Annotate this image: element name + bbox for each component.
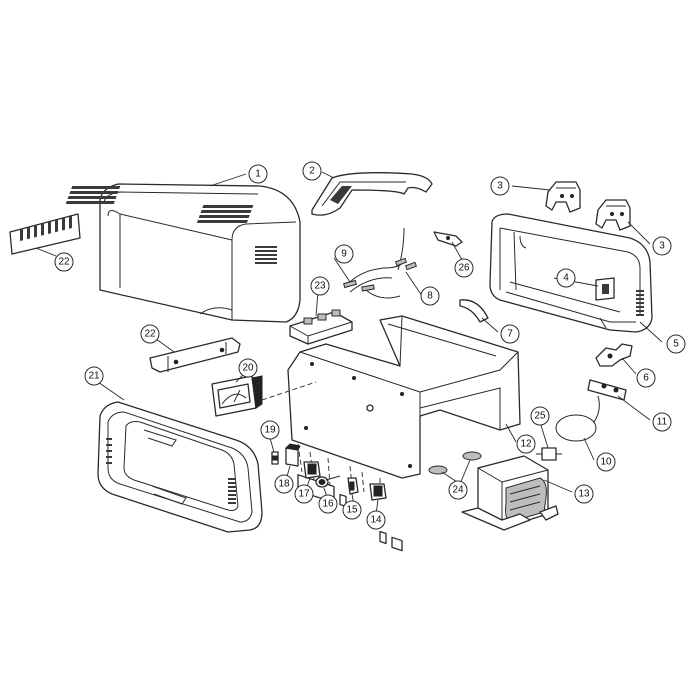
part-terminal-block [289,309,353,345]
part-support-bar [149,337,241,373]
callout-8: 8 [420,286,440,306]
svg-text:10: 10 [600,457,612,468]
part-bracket-a [545,181,581,213]
part-cable-loop [555,395,600,442]
part-curved-clip [459,299,489,323]
svg-text:11: 11 [657,417,668,428]
svg-text:14: 14 [370,515,382,526]
callout-22b: 22 [140,324,160,344]
svg-text:18: 18 [278,479,290,490]
part-switch-18 [284,443,301,467]
part-cable-harness [343,227,418,299]
callout-1: 1 [248,164,268,184]
svg-text:17: 17 [298,489,310,500]
callout-20: 20 [238,358,258,378]
part-switch-14 [369,483,387,501]
svg-text:19: 19 [264,425,276,436]
part-top-cover [65,183,301,323]
svg-text:12: 12 [520,439,532,450]
svg-text:9: 9 [341,249,347,260]
svg-text:23: 23 [314,281,326,292]
svg-text:4: 4 [563,273,569,284]
callout-14: 14 [366,510,386,530]
svg-text:7: 7 [507,329,513,340]
svg-text:3: 3 [497,181,503,192]
part-switch-19 [271,451,279,465]
svg-text:6: 6 [643,373,649,384]
part-front-bezel [97,401,263,533]
svg-text:21: 21 [88,371,100,382]
callout-3b: 3 [652,236,672,256]
callout-11: 11 [652,412,672,432]
part-clamp [595,343,633,367]
svg-text:13: 13 [578,489,590,500]
svg-text:1: 1 [255,169,261,180]
svg-text:5: 5 [673,339,679,350]
callout-15: 15 [342,500,362,520]
part-base-chassis [287,315,521,552]
svg-text:8: 8 [427,291,433,302]
callout-23: 23 [310,276,330,296]
callout-17: 17 [294,484,314,504]
callout-6: 6 [636,368,656,388]
part-small-clip [433,231,463,247]
part-meter [211,375,263,417]
callout-22a: 22 [54,252,74,272]
part-switch-17 [303,461,321,479]
svg-text:22: 22 [144,329,156,340]
callout-13: 13 [574,484,594,504]
part-foot-a [428,465,448,475]
part-bracket-b [595,199,631,231]
part-carry-handle [311,172,433,216]
callout-18: 18 [274,474,294,494]
svg-text:22: 22 [58,257,70,268]
callout-24: 24 [448,480,468,500]
part-switch-15 [347,477,359,495]
part-connector-plate [587,379,627,401]
svg-text:20: 20 [242,363,254,374]
callout-16: 16 [318,494,338,514]
part-foot-b [462,451,482,461]
svg-text:25: 25 [534,411,546,422]
callout-12: 12 [516,434,536,454]
part-diode [536,447,562,461]
callout-25: 25 [530,406,550,426]
part-transformer [461,455,559,531]
part-knob-16 [315,475,341,488]
callout-26: 26 [454,258,474,278]
callout-9: 9 [334,244,354,264]
callout-21: 21 [84,366,104,386]
svg-text:2: 2 [309,166,315,177]
svg-text:26: 26 [458,263,470,274]
callout-2: 2 [302,161,322,181]
svg-text:15: 15 [346,505,358,516]
callout-4: 4 [556,268,576,288]
callout-19: 19 [260,420,280,440]
part-vent-grille [9,213,81,255]
callout-3a: 3 [490,176,510,196]
svg-text:3: 3 [659,241,665,252]
svg-text:24: 24 [452,485,464,496]
callout-10: 10 [596,452,616,472]
callout-5: 5 [666,334,686,354]
callout-7: 7 [500,324,520,344]
svg-text:16: 16 [322,499,334,510]
part-bracket-inner [595,277,615,301]
